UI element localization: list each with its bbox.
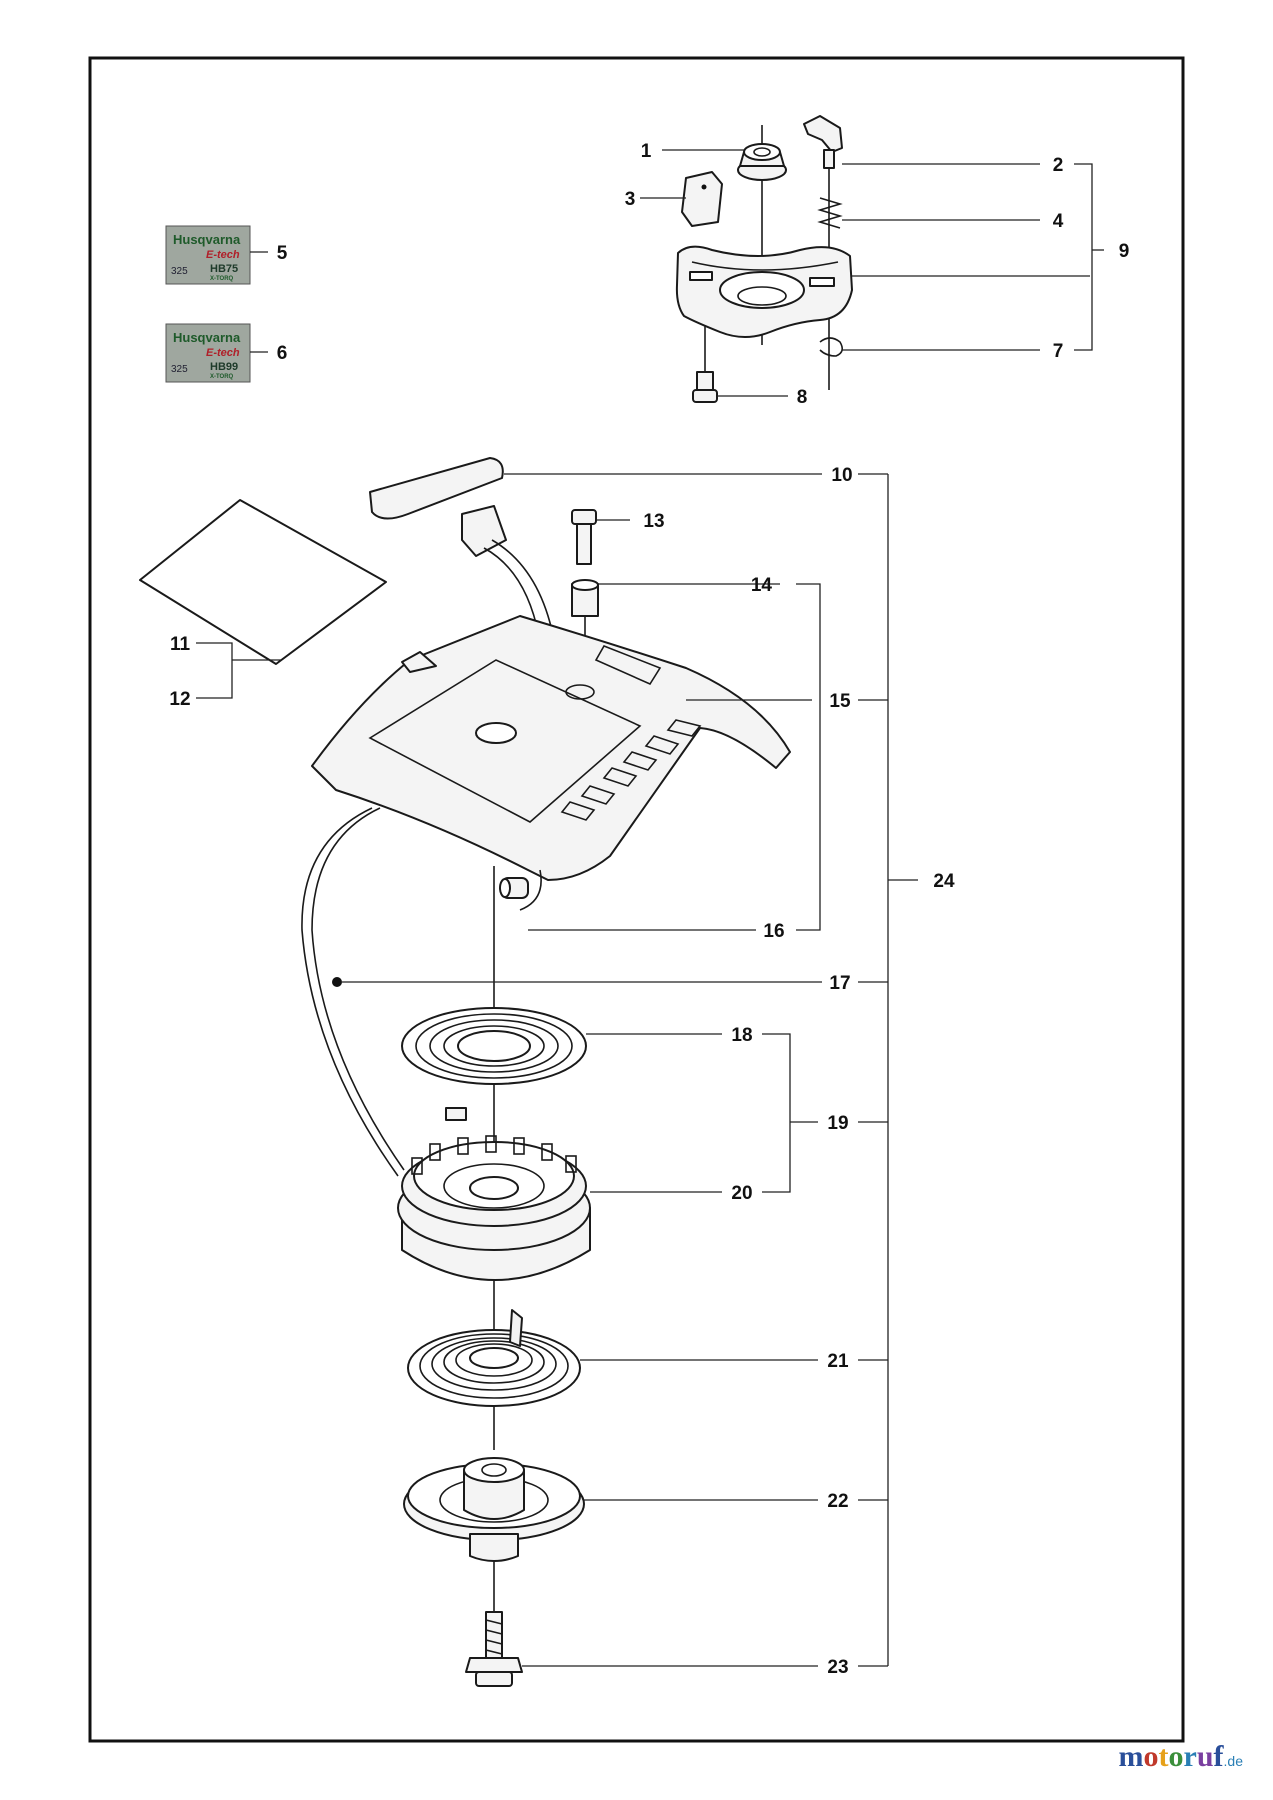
- callout-12: 12: [169, 689, 190, 710]
- callout-3: 3: [625, 189, 636, 210]
- watermark-letter: o: [1143, 1740, 1159, 1773]
- callout-14: 14: [751, 575, 773, 596]
- callout-22: 22: [827, 1491, 848, 1512]
- callout-11: 11: [170, 634, 191, 655]
- decal-6-brand: Husqvarna: [173, 330, 241, 345]
- part-8-screw: [692, 371, 718, 403]
- decal-6-tag: X-TORQ: [210, 374, 234, 380]
- watermark-letter: r: [1183, 1740, 1197, 1773]
- decal-5-brand: Husqvarna: [173, 232, 241, 247]
- callout-13: 13: [643, 511, 664, 532]
- callout-15: 15: [829, 691, 851, 712]
- watermark-letter: t: [1158, 1740, 1169, 1773]
- part-11-sheet: [139, 499, 387, 665]
- callout-19: 19: [827, 1113, 848, 1134]
- callout-5: 5: [277, 243, 288, 264]
- part-7-clip: [819, 337, 844, 357]
- part-21-spring-cassette: [407, 1309, 581, 1407]
- decal-6-line: E-tech: [206, 347, 240, 359]
- callout-18: 18: [731, 1025, 752, 1046]
- callout-23: 23: [827, 1657, 848, 1678]
- callout-6: 6: [277, 343, 288, 364]
- part-2-lever: [803, 115, 843, 153]
- callout-17: 17: [829, 973, 850, 994]
- part-4-spring: [817, 197, 843, 229]
- part-18-spring: [401, 1007, 587, 1121]
- part-17-rope: [311, 807, 405, 1171]
- watermark-letter: f: [1213, 1740, 1224, 1773]
- decal-6-code: 325: [171, 364, 188, 375]
- part-16-pin: [499, 877, 529, 899]
- part-3-block: [681, 171, 723, 227]
- callout-16: 16: [763, 921, 784, 942]
- decal-5-line: E-tech: [206, 249, 240, 261]
- decal-5-code: 325: [171, 266, 188, 277]
- watermark-letter: m: [1118, 1740, 1144, 1773]
- callout-20: 20: [731, 1183, 752, 1204]
- decal-5: Husqvarna E-tech 325 HB75 X-TORQ: [165, 225, 251, 285]
- decal-6-model: HB99: [210, 361, 238, 373]
- callout-9: 9: [1119, 241, 1130, 262]
- callout-10: 10: [831, 465, 852, 486]
- part-13-bolt: [571, 509, 597, 565]
- callout-7: 7: [1053, 341, 1064, 362]
- callout-21: 21: [827, 1351, 849, 1372]
- part-14-bushing: [571, 579, 599, 617]
- top-bracket-assembly: [675, 115, 853, 403]
- watermark-letter: u: [1196, 1740, 1214, 1773]
- decal-5-tag: X-TORQ: [210, 276, 234, 282]
- watermark-letter: o: [1168, 1740, 1184, 1773]
- leader-lines: [196, 149, 1104, 1667]
- callout-24: 24: [933, 871, 955, 892]
- decal-5-model: HB75: [210, 263, 238, 275]
- callout-8: 8: [797, 387, 808, 408]
- callout-labels: 1 2 3 4 5 6 7 8 9 10 11 12 13 14 15 16 1…: [169, 141, 1129, 1678]
- decal-6: Husqvarna E-tech 325 HB99 X-TORQ: [165, 323, 251, 383]
- watermark-logo: motoruf.de: [1119, 1740, 1243, 1774]
- callout-2: 2: [1053, 155, 1064, 176]
- part-23-screw: [465, 1560, 523, 1687]
- diagram-frame: [88, 56, 1185, 1743]
- watermark-tld: .de: [1223, 1753, 1243, 1769]
- part-22-hub-plate: [403, 1457, 585, 1562]
- part-15-starter-cover: [311, 615, 791, 911]
- callout-4: 4: [1053, 211, 1064, 232]
- part-10-handle: [369, 457, 555, 643]
- part-20-pulley: [397, 1135, 591, 1281]
- part-1-nut: [737, 143, 787, 181]
- callout-1: 1: [641, 141, 652, 162]
